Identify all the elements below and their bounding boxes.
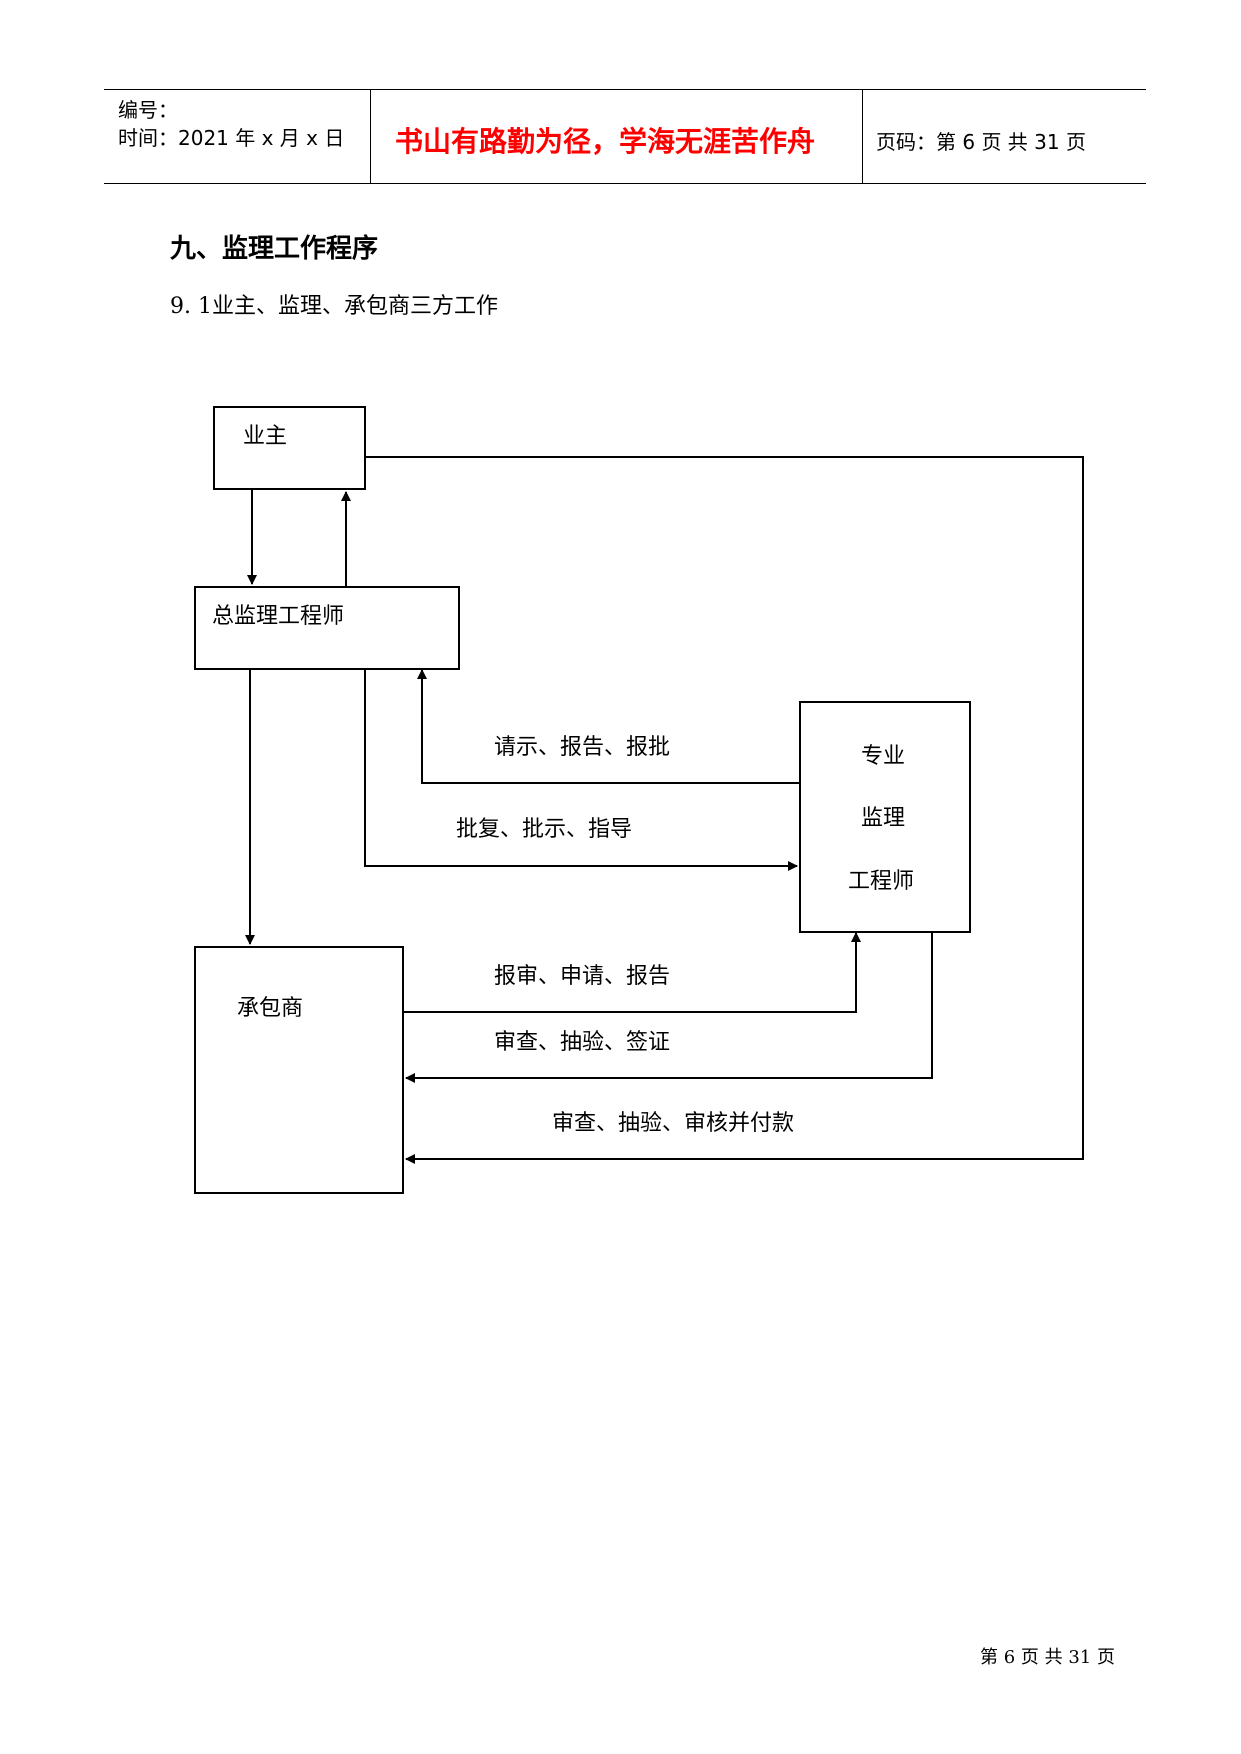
chief-engineer-box bbox=[194, 586, 460, 670]
arrow-contractor-to-specialist bbox=[404, 932, 861, 1013]
chief-engineer-label: 总监理工程师 bbox=[212, 604, 345, 629]
arrow-chief-to-specialist bbox=[364, 670, 798, 871]
specialist-label-line3: 工程师 bbox=[848, 869, 915, 894]
owner-label: 业主 bbox=[243, 424, 288, 449]
contractor-label: 承包商 bbox=[237, 996, 304, 1021]
contractor-box bbox=[194, 946, 404, 1194]
arrow-owner-to-contractor bbox=[366, 456, 1084, 1164]
edge-label-inspect-sign: 审查、抽验、签证 bbox=[494, 1030, 671, 1055]
arrow-specialist-to-contractor bbox=[405, 933, 933, 1083]
owner-box bbox=[213, 406, 366, 490]
specialist-label-line2: 监理 bbox=[861, 806, 906, 831]
edge-label-submit-apply: 报审、申请、报告 bbox=[494, 964, 671, 989]
header-bottom-rule bbox=[104, 183, 1146, 184]
header-top-rule bbox=[104, 89, 1146, 90]
specialist-label-line1: 专业 bbox=[861, 744, 906, 769]
header-page-label: 页码：第 6 页 共 31 页 bbox=[876, 130, 1086, 154]
header-divider-left bbox=[370, 90, 371, 184]
arrow-specialist-to-chief bbox=[417, 669, 799, 784]
footer-page-number: 第 6 页 共 31 页 bbox=[980, 1647, 1115, 1668]
edge-label-approve-instruct: 批复、批示、指导 bbox=[456, 817, 633, 842]
edge-label-inspect-pay: 审查、抽验、审核并付款 bbox=[552, 1111, 795, 1136]
edge-label-request-report: 请示、报告、报批 bbox=[494, 735, 671, 760]
header-divider-right bbox=[862, 90, 863, 184]
header-time-label: 时间：2021 年 x 月 x 日 bbox=[118, 126, 345, 150]
section-subtitle: 9. 1业主、监理、承包商三方工作 bbox=[170, 294, 498, 319]
specialist-engineer-box bbox=[799, 701, 971, 933]
section-title: 九、监理工作程序 bbox=[170, 234, 379, 264]
header-motto: 书山有路勤为径，学海无涯苦作舟 bbox=[395, 125, 816, 158]
header-number-label: 编号： bbox=[118, 98, 178, 122]
